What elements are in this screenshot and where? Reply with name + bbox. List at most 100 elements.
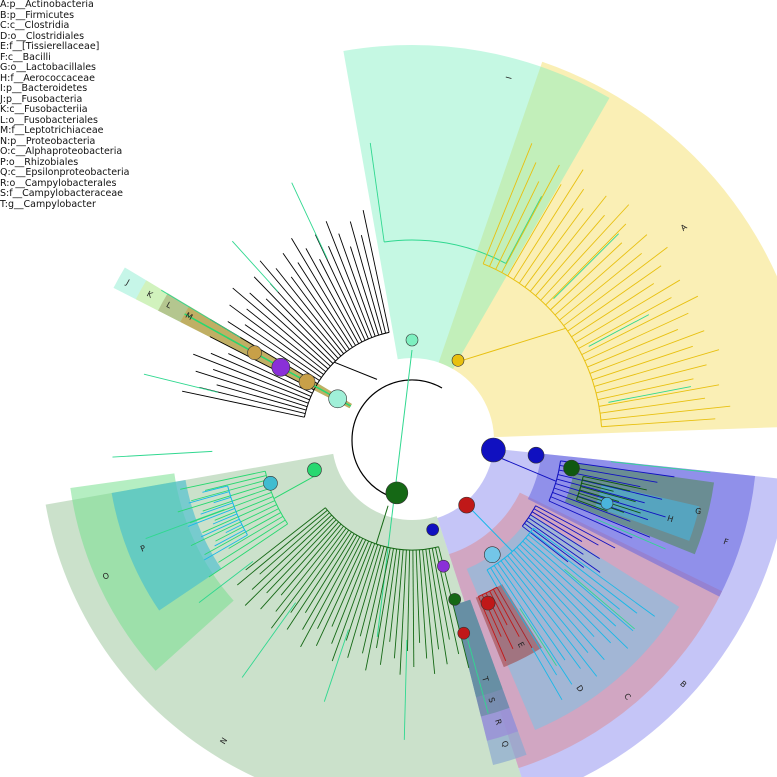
leaf-branch xyxy=(584,312,689,362)
leaf-branch xyxy=(557,474,663,500)
node-leptotrichiaceae xyxy=(247,345,262,361)
clade-label-h: H xyxy=(666,514,674,524)
clade-label-c: C xyxy=(622,692,633,702)
clade-branch xyxy=(375,505,389,545)
legend-item: B:p__Firmicutes xyxy=(0,9,75,21)
leaf-branch xyxy=(208,523,288,578)
leaf-branch xyxy=(347,545,382,658)
leaf-branch xyxy=(482,143,533,265)
leaf-branch xyxy=(496,586,533,649)
legend-item: K:c__Fusobacteriia xyxy=(0,104,88,115)
leaf-branch xyxy=(516,546,612,644)
clade-label-n: N xyxy=(218,736,229,746)
legend-item: Q:c__Epsilonproteobacteria xyxy=(0,167,130,178)
leaf-branch xyxy=(204,475,267,491)
leaf-branch xyxy=(519,543,629,649)
clade-label-e: E xyxy=(516,640,526,649)
leaf-branch xyxy=(237,509,328,586)
leaf-branch xyxy=(595,364,707,394)
leaf-branch xyxy=(513,169,584,280)
leaf-branch xyxy=(187,508,235,527)
leaf-branch xyxy=(244,324,322,378)
leaf-branch xyxy=(323,629,349,702)
clade-branch xyxy=(273,473,319,500)
leaf-branch xyxy=(225,524,243,534)
leaf-branch xyxy=(275,268,345,355)
legend-item: M:f__Leptotrichiaceae xyxy=(0,125,104,136)
leaf-branch xyxy=(291,182,328,260)
legend-item: J:p__Fusobacteria xyxy=(0,93,83,105)
leaf-branch xyxy=(519,608,557,666)
leaf-branch xyxy=(286,531,352,630)
root-branch xyxy=(351,379,443,441)
legend-item: C:c__Clostridia xyxy=(0,20,70,31)
leaf-branch xyxy=(524,208,584,288)
leaf-branch xyxy=(553,233,619,300)
clade-label-r: R xyxy=(493,718,503,726)
leaf-branch xyxy=(581,482,614,492)
clade-branch xyxy=(184,313,352,407)
branch-arc xyxy=(227,485,248,536)
leaf-branch xyxy=(270,527,347,629)
leaf-branch xyxy=(302,535,358,630)
leaf-branch xyxy=(574,279,681,343)
leaf-branch xyxy=(540,204,630,301)
leaf-branch xyxy=(497,562,566,661)
leaf-branch xyxy=(576,499,608,512)
leaf-branch xyxy=(610,461,711,473)
sector-d xyxy=(466,514,680,730)
legend-item: P:o__Rhizobiales xyxy=(0,156,79,168)
leaf-branch xyxy=(522,540,617,627)
leaf-branch xyxy=(331,543,376,662)
leaf-branch xyxy=(580,486,636,503)
leaf-branch xyxy=(579,489,620,503)
leaf-branch xyxy=(526,520,601,573)
leaf-branch xyxy=(216,384,307,411)
leaf-branch xyxy=(527,534,620,610)
leaf-branch xyxy=(275,525,344,612)
leaf-branch xyxy=(227,321,320,381)
leaf-branch xyxy=(203,534,248,561)
legend-item: R:o__Campylobacterales xyxy=(0,177,117,189)
leaf-branch xyxy=(188,491,230,504)
legend-item: S:f__Campylobacteraceae xyxy=(0,188,123,199)
leaf-branch xyxy=(589,330,705,374)
leaf-branch xyxy=(297,262,353,348)
leaf-branch xyxy=(578,297,672,349)
legend-item: L:o__Fusobacteriales xyxy=(0,114,98,126)
leaf-branch xyxy=(594,349,720,387)
root-disc xyxy=(342,370,482,510)
leaf-branch xyxy=(608,386,692,403)
legend-item: T:g__Campylobacter xyxy=(0,198,96,210)
node-campylobacterales xyxy=(448,593,462,606)
leaf-branch xyxy=(588,314,650,347)
leaf-branch xyxy=(531,511,583,542)
leaf-branch xyxy=(582,479,631,492)
node-clostridia xyxy=(458,496,475,514)
leaf-branch xyxy=(592,345,693,381)
leaf-branch xyxy=(560,460,675,478)
leaf-branch xyxy=(209,336,315,391)
leaf-branch xyxy=(529,195,607,292)
leaf-branch xyxy=(210,352,312,397)
leaf-branch xyxy=(190,504,277,547)
legend-item: I:p__Bacteroidetes xyxy=(0,83,88,94)
leaf-branch xyxy=(369,142,385,243)
clade-label-b: B xyxy=(678,679,688,689)
leaf-branch xyxy=(583,475,647,491)
node-bacilli xyxy=(527,446,545,464)
node-firmicutes xyxy=(481,437,506,463)
leaf-branch xyxy=(259,260,342,357)
leaf-branch xyxy=(533,527,655,617)
leaf-branch xyxy=(251,514,332,590)
sector-a xyxy=(438,61,777,438)
leaf-branch xyxy=(362,547,388,654)
leaf-branch xyxy=(362,210,390,333)
leaf-branch xyxy=(489,590,508,626)
node-proteobacteria xyxy=(385,481,409,505)
leaf-branch xyxy=(489,162,537,267)
leaf-branch xyxy=(501,164,560,273)
leaf-branch xyxy=(143,373,218,393)
leaf-branch xyxy=(379,548,398,665)
leaf-branch xyxy=(246,308,327,373)
